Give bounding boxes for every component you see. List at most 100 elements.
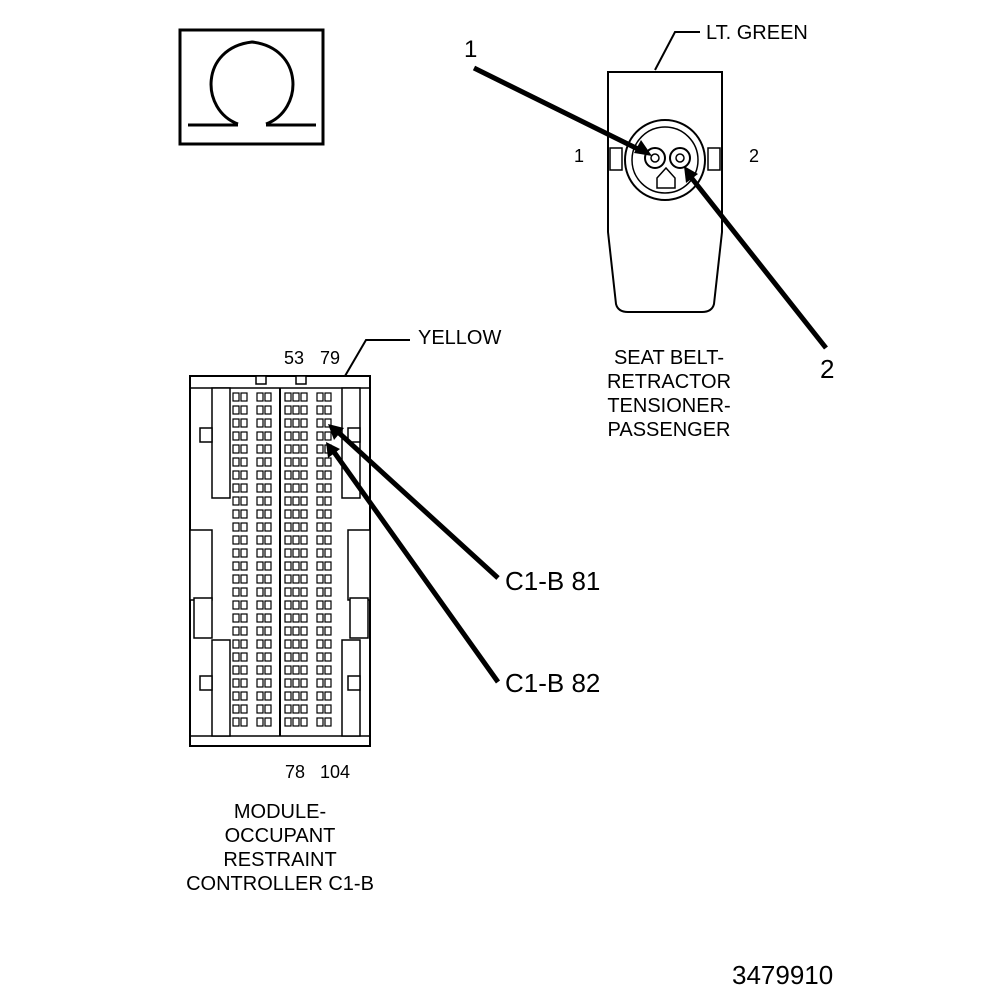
pin-cavity [240, 678, 248, 688]
pin-cavity [324, 431, 332, 441]
pin-cavity [324, 470, 332, 480]
pin-cavity [240, 509, 248, 519]
pin-cavity [292, 405, 300, 415]
pin-cavity [284, 431, 292, 441]
pin-cavity [232, 717, 240, 727]
pin-cavity [232, 392, 240, 402]
pin-cavity [324, 548, 332, 558]
pin-cavity [240, 548, 248, 558]
pin-cavity [284, 613, 292, 623]
pin-cavity [232, 678, 240, 688]
pin-cavity [284, 535, 292, 545]
title-line: RESTRAINT [223, 849, 337, 871]
pin-cavity [300, 444, 308, 454]
pin-cavity [264, 561, 272, 571]
pin-cavity [264, 470, 272, 480]
pin-cavity [256, 431, 264, 441]
pin-cavity [316, 678, 324, 688]
pin-cavity [256, 717, 264, 727]
seatbelt-pin-2-label: 2 [749, 146, 760, 166]
pin-cavity [300, 626, 308, 636]
pin-cavity [292, 509, 300, 519]
pin-cavity [232, 483, 240, 493]
pin-cavity [240, 704, 248, 714]
pin-cavity [324, 392, 332, 402]
pin-cavity [256, 418, 264, 428]
pin-cavity [240, 418, 248, 428]
pin-cavity [300, 613, 308, 623]
pin-cavity [316, 509, 324, 519]
pin-cavity [240, 535, 248, 545]
pin-cavity [316, 483, 324, 493]
pin-cavity [240, 561, 248, 571]
pin-cavity [300, 470, 308, 480]
pin-cavity [300, 392, 308, 402]
pin-cavity [324, 613, 332, 623]
pin-cavity [284, 522, 292, 532]
pin-cavity [292, 535, 300, 545]
pin-cavity [256, 561, 264, 571]
pin-cavity [232, 704, 240, 714]
pin-cavity [240, 717, 248, 727]
pin-cavity [324, 535, 332, 545]
pin-cavity [256, 626, 264, 636]
yellow-leader [344, 339, 410, 377]
pin-cavity [232, 418, 240, 428]
callout-arrow-2 [684, 166, 828, 350]
pin-cavity [300, 509, 308, 519]
pin-cavity [324, 717, 332, 727]
pin-cavity [284, 665, 292, 675]
pin-cavity [324, 704, 332, 714]
pin-cavity [324, 678, 332, 688]
pin-cavity [316, 613, 324, 623]
pin-cavity [264, 717, 272, 727]
pin-cavity [292, 600, 300, 610]
pin-cavity [240, 470, 248, 480]
pin-cavity [316, 535, 324, 545]
pin-cavity [232, 613, 240, 623]
pin-cavity [292, 548, 300, 558]
pin-cavity [264, 548, 272, 558]
pin-cavity [256, 665, 264, 675]
pin-cavity [240, 522, 248, 532]
pin-cavity [316, 600, 324, 610]
pin-cavity [256, 457, 264, 467]
pin-cavity [232, 574, 240, 584]
pin-cavity [284, 691, 292, 701]
pin-cavity [292, 561, 300, 571]
pin-cavity [324, 587, 332, 597]
pin-cavity [300, 457, 308, 467]
pin-cavity [292, 431, 300, 441]
title-line: MODULE- [233, 801, 327, 823]
seatbelt-connector-body [607, 71, 723, 313]
pin-cavity [300, 600, 308, 610]
pin-cavity [264, 600, 272, 610]
pin-cavity [264, 691, 272, 701]
ohm-icon [178, 28, 325, 146]
figure-number: 3479910 [732, 960, 834, 990]
pin-cavity [264, 613, 272, 623]
callout-c1b-81-label: C1-B 81 [505, 566, 601, 596]
pin-cavity [256, 509, 264, 519]
pin-cavity [316, 405, 324, 415]
pin-cavity [300, 652, 308, 662]
pin-cavity [240, 639, 248, 649]
pin-cavity [292, 444, 300, 454]
seatbelt-pin-1-socket [644, 147, 666, 169]
callout-2-label: 2 [820, 354, 835, 384]
pin-cavity [232, 457, 240, 467]
pin-cavity [256, 639, 264, 649]
pin-cavity [284, 678, 292, 688]
pin-cavity [300, 431, 308, 441]
pin-cavity [264, 496, 272, 506]
pin-cavity [284, 561, 292, 571]
pin-cavity [316, 626, 324, 636]
pin-cavity [316, 691, 324, 701]
pin-78-label: 78 [285, 762, 306, 782]
pin-cavity [324, 652, 332, 662]
pin-cavity [324, 639, 332, 649]
pin-cavity [300, 665, 308, 675]
pin-cavity [284, 548, 292, 558]
seatbelt-pin-1-label: 1 [574, 146, 585, 166]
pin-cavity [324, 405, 332, 415]
